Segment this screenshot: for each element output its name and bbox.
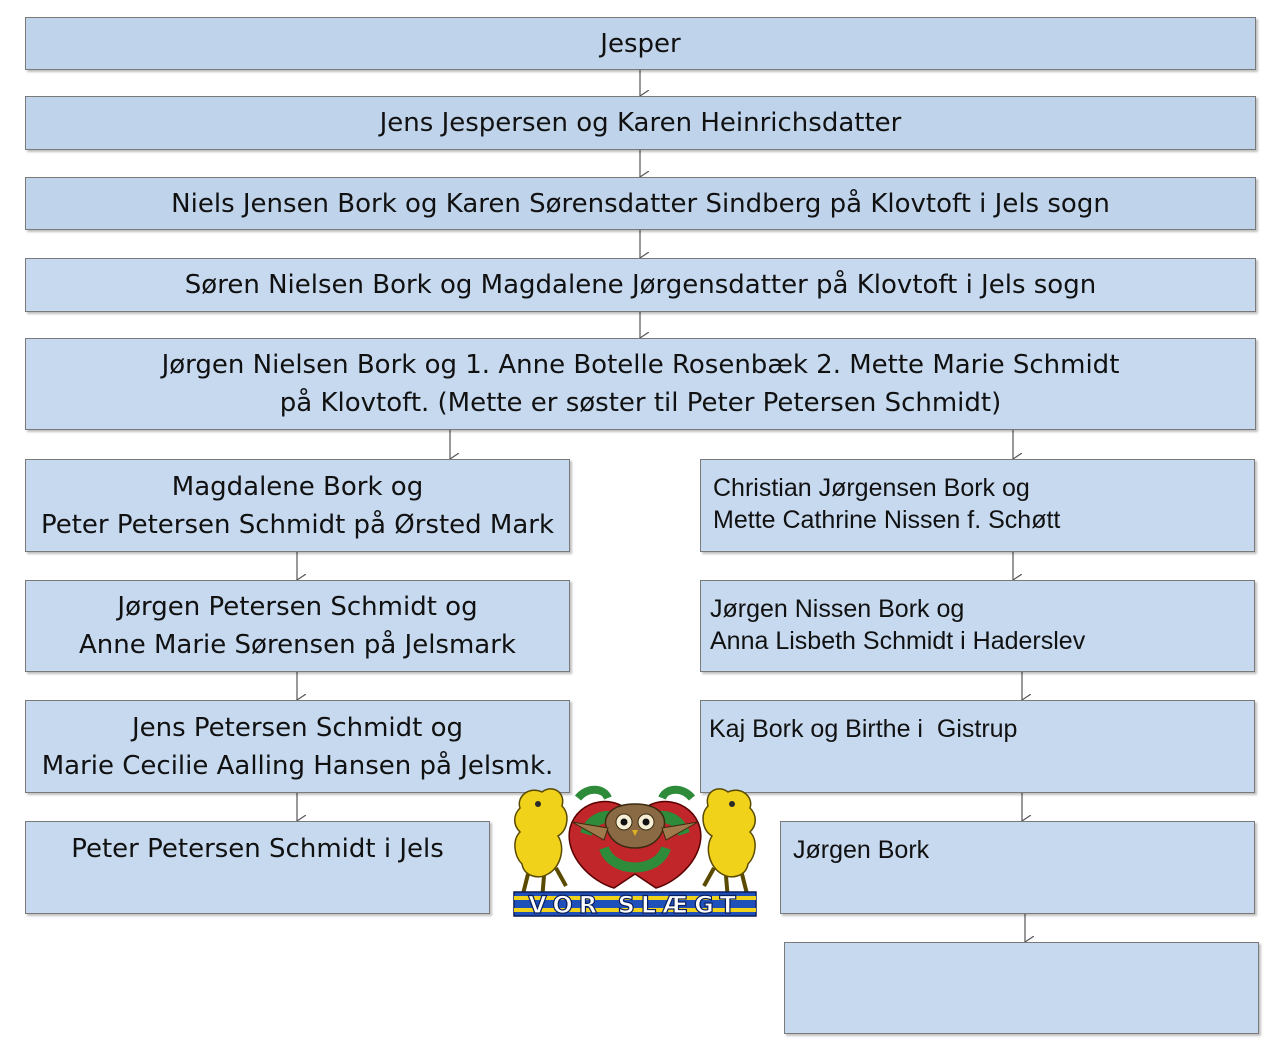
node-left-4: Peter Petersen Schmidt i Jels xyxy=(25,821,490,914)
node-jesper-label: Jesper xyxy=(600,28,681,59)
node-left-1: Magdalene Bork og Peter Petersen Schmidt… xyxy=(25,459,570,552)
node-main-2: Niels Jensen Bork og Karen Sørensdatter … xyxy=(25,177,1256,230)
node-line: Peter Petersen Schmidt på Ørsted Mark xyxy=(40,509,555,540)
node-line: Jørgen Bork xyxy=(793,836,930,864)
node-line: Marie Cecilie Aalling Hansen på Jelsmk. xyxy=(41,750,554,781)
node-line: Jens Jespersen og Karen Heinrichsdatter xyxy=(379,108,902,138)
node-left-3: Jens Petersen Schmidt og Marie Cecilie A… xyxy=(25,700,570,793)
lion-right-icon xyxy=(702,788,756,901)
vor-slaegt-logo: VOR SLÆGT xyxy=(513,785,757,920)
node-right-4: Jørgen Bork xyxy=(780,821,1255,914)
node-line: Jørgen Nissen Bork og xyxy=(710,595,965,623)
node-right-3: Kaj Bork og Birthe i Gistrup xyxy=(700,700,1255,793)
node-right-5 xyxy=(784,942,1259,1034)
node-left-2: Jørgen Petersen Schmidt og Anne Marie Sø… xyxy=(25,580,570,672)
node-line: Kaj Bork og Birthe i Gistrup xyxy=(709,715,1018,743)
owl-icon xyxy=(571,803,699,849)
node-line: Magdalene Bork og xyxy=(171,471,424,502)
node-main-1: Jens Jespersen og Karen Heinrichsdatter xyxy=(25,96,1256,150)
node-main-4: Jørgen Nielsen Bork og 1. Anne Botelle R… xyxy=(25,338,1256,430)
node-right-2: Jørgen Nissen Bork og Anna Lisbeth Schmi… xyxy=(700,580,1255,672)
node-main-3: Søren Nielsen Bork og Magdalene Jørgensd… xyxy=(25,258,1256,312)
node-line: Jens Petersen Schmidt og xyxy=(131,712,464,743)
lion-left-icon xyxy=(514,788,568,901)
node-line: Christian Jørgensen Bork og xyxy=(713,474,1030,502)
node-line: Jørgen Nielsen Bork og 1. Anne Botelle R… xyxy=(161,350,1120,380)
node-line: Mette Cathrine Nissen f. Schøtt xyxy=(713,506,1061,534)
banner-icon xyxy=(513,891,757,917)
node-line: Niels Jensen Bork og Karen Sørensdatter … xyxy=(171,188,1110,219)
node-line: på Klovtoft. (Mette er søster til Peter … xyxy=(279,388,1002,418)
node-line: Anne Marie Sørensen på Jelsmark xyxy=(79,630,516,660)
node-line: Peter Petersen Schmidt i Jels xyxy=(71,834,444,864)
node-jesper: Jesper xyxy=(25,17,1256,70)
node-line: Søren Nielsen Bork og Magdalene Jørgensd… xyxy=(184,270,1097,300)
node-line: Jørgen Petersen Schmidt og xyxy=(117,592,478,622)
banner-text: VOR SLÆGT xyxy=(528,891,742,919)
node-line: Anna Lisbeth Schmidt i Haderslev xyxy=(710,627,1086,655)
node-right-1: Christian Jørgensen Bork og Mette Cathri… xyxy=(700,459,1255,552)
